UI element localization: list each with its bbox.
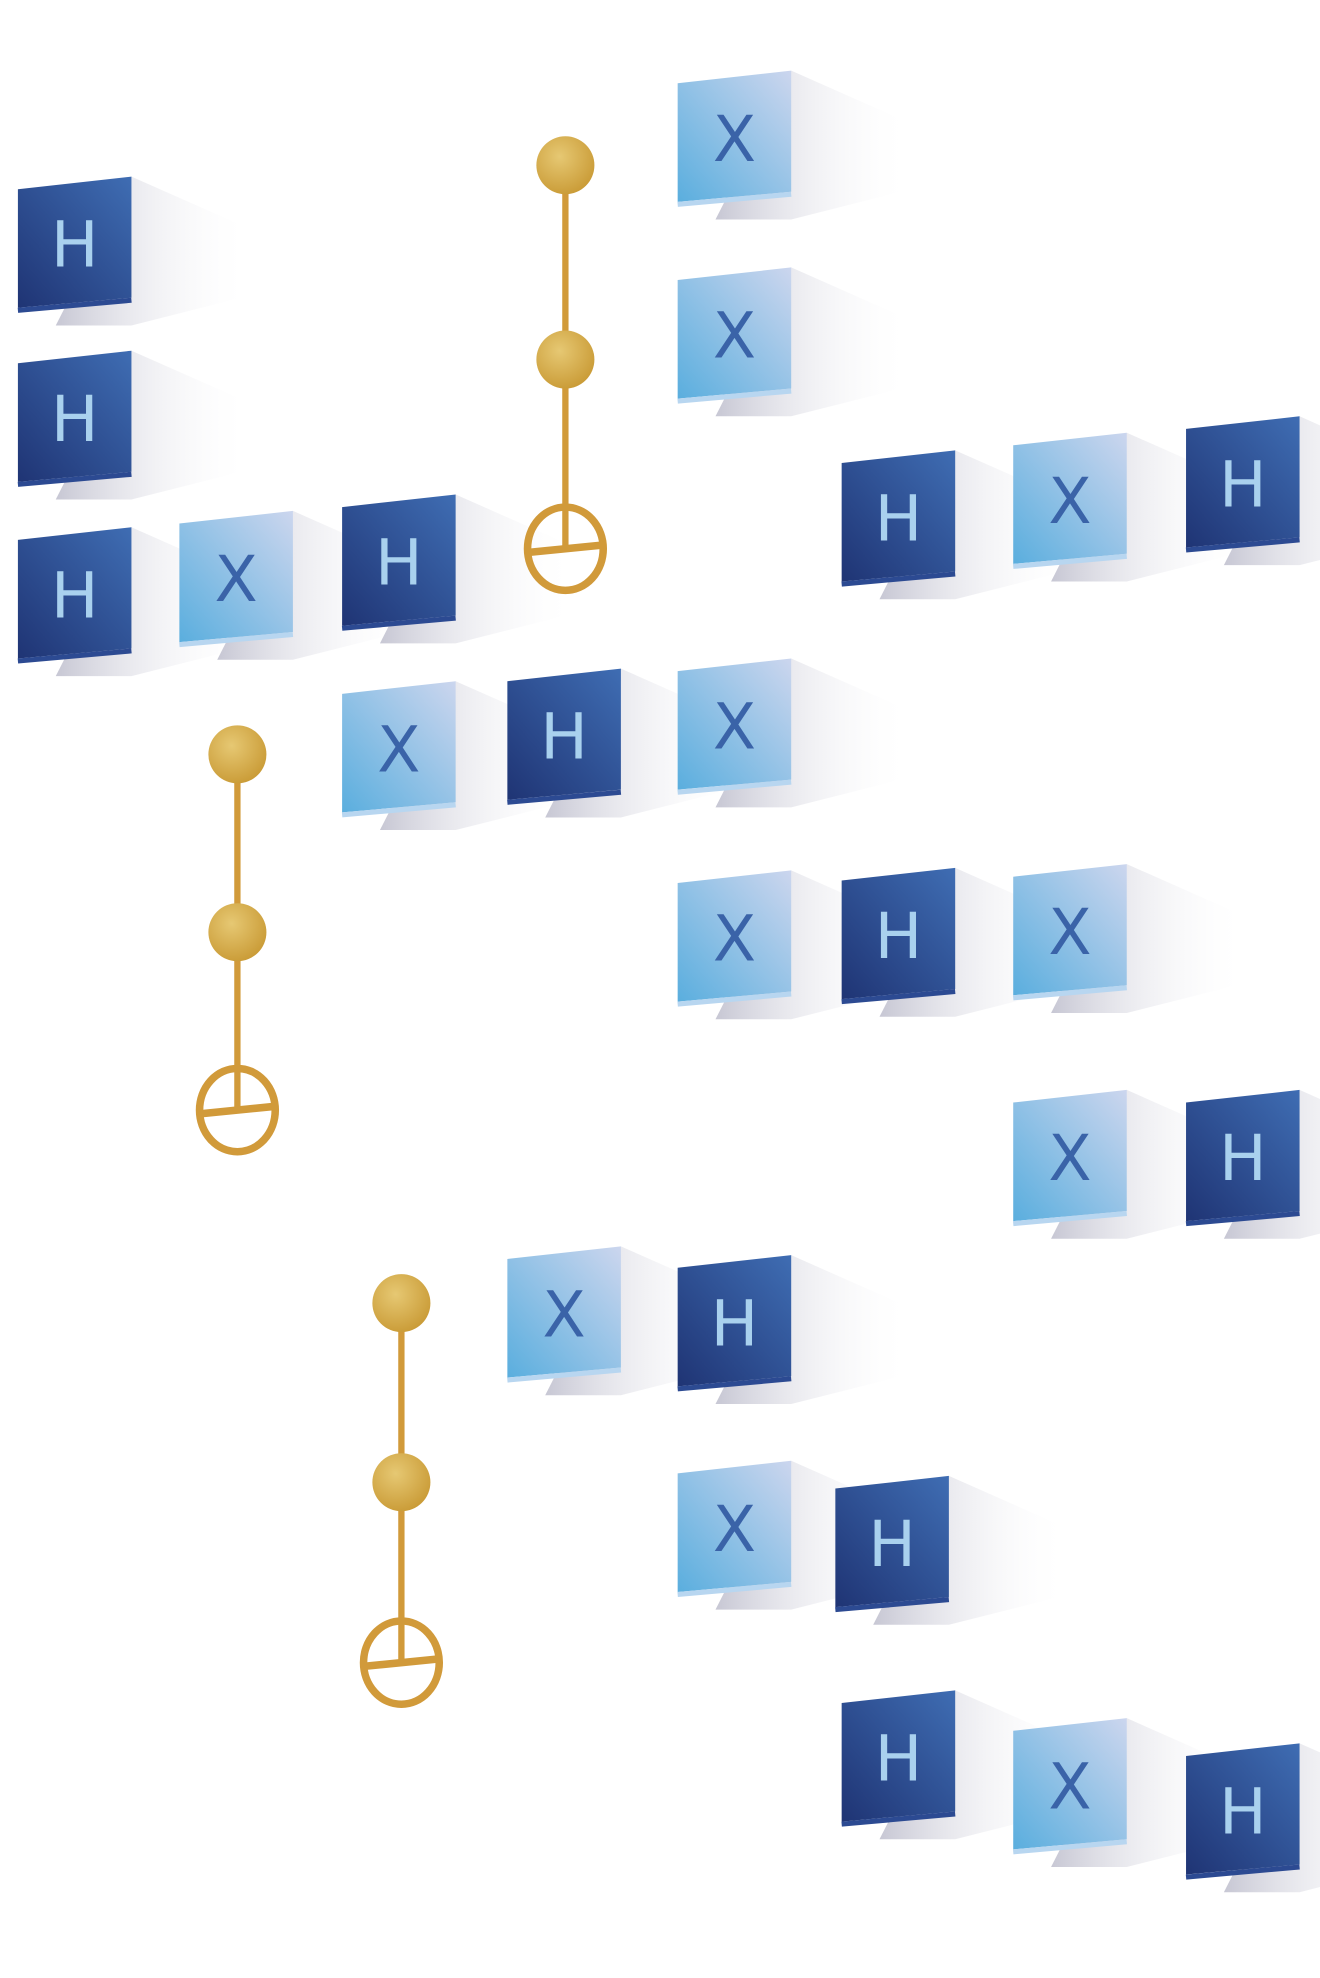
hadamard-gate: H [841, 1690, 956, 1827]
gate-label: H [51, 558, 98, 632]
gate-label: X [1048, 1121, 1091, 1195]
gate-label: H [875, 481, 922, 555]
hadamard-gate: H [1185, 1089, 1300, 1227]
gate-label: X [713, 102, 756, 176]
gate-label: X [713, 299, 756, 373]
pauli-x-gate: X [677, 267, 792, 404]
pauli-x-gate: X [1012, 864, 1127, 1001]
gate-label: H [1219, 1774, 1266, 1848]
gate-label: X [1048, 464, 1091, 538]
gate-label: X [713, 690, 756, 764]
control-dot [208, 725, 267, 784]
toffoli-gate [359, 1274, 444, 1709]
pauli-x-gate: X [341, 681, 456, 818]
gate-label: H [868, 1507, 915, 1581]
controlled-gates [195, 136, 608, 1709]
control-dot [536, 136, 595, 195]
gate-label: H [711, 1286, 758, 1360]
hadamard-gate: H [507, 668, 622, 805]
pauli-x-gate: X [1012, 432, 1127, 569]
pauli-x-gate: X [179, 510, 294, 648]
gate-label: H [51, 208, 98, 282]
control-dot [372, 1453, 431, 1512]
gate-label: X [215, 542, 258, 616]
hadamard-gate: H [1185, 416, 1300, 553]
toffoli-gate [195, 725, 280, 1156]
pauli-x-gate: X [677, 1460, 792, 1598]
hadamard-gate: H [677, 1255, 792, 1392]
gate-label: H [540, 700, 587, 774]
control-dot [208, 903, 267, 962]
gate-label: X [1048, 1749, 1091, 1823]
gate-label: H [1219, 1121, 1266, 1195]
pauli-x-gate: X [507, 1246, 622, 1383]
gate-label: X [543, 1277, 586, 1351]
hadamard-gate: H [341, 494, 456, 631]
gate-label: H [875, 1722, 922, 1796]
pauli-x-gate: X [677, 658, 792, 795]
pauli-x-gate: X [677, 70, 792, 207]
hadamard-gate: H [17, 350, 132, 487]
pauli-x-gate: X [1012, 1718, 1127, 1855]
hadamard-gate: H [841, 867, 956, 1005]
gate-label: H [1219, 447, 1266, 521]
gate-label: H [375, 526, 422, 600]
gate-label: H [51, 382, 98, 456]
hadamard-gate: H [841, 450, 956, 587]
hadamard-gate: H [17, 176, 132, 313]
gate-label: X [377, 712, 420, 786]
gates: H X X H H X H H X H X H X X H X X H X H X H H X H [17, 70, 1300, 1880]
gate-label: H [875, 899, 922, 973]
gate-label: X [713, 902, 756, 976]
toffoli-gate [523, 136, 608, 595]
control-dot [372, 1274, 431, 1333]
gate-label: X [713, 1492, 756, 1566]
hadamard-gate: H [835, 1475, 950, 1613]
control-dot [536, 330, 595, 389]
pauli-x-gate: X [677, 870, 792, 1007]
gate-label: X [1048, 895, 1091, 969]
pauli-x-gate: X [1012, 1089, 1127, 1227]
hadamard-gate: H [17, 527, 132, 664]
hadamard-gate: H [1185, 1743, 1300, 1880]
